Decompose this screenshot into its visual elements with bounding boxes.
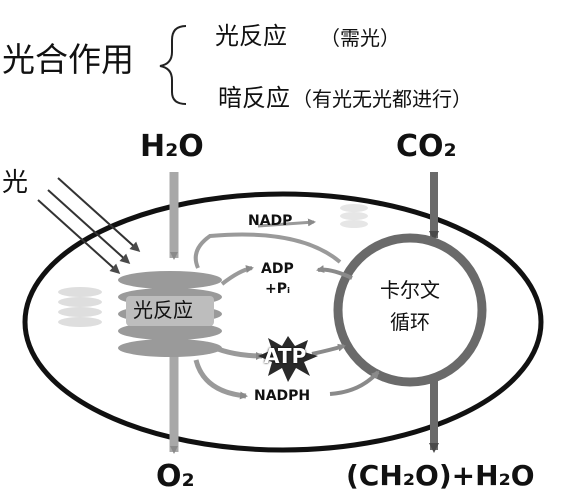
nadph-arrow (193, 359, 248, 400)
h2o-input-label: H₂O (140, 129, 204, 164)
chloroplast-outline (22, 191, 544, 453)
atp-burst (258, 336, 318, 382)
pi-label: +Pᵢ (265, 281, 291, 297)
background-thylakoid-left (58, 287, 102, 327)
main-term: 光合作用 (2, 40, 134, 79)
nadp-label: NADP (248, 213, 293, 229)
adp-arrow (316, 265, 353, 280)
branch-light-note: （需光） (320, 26, 400, 50)
branch-light-label: 光反应 (215, 22, 287, 50)
branch-dark-note: （有光无光都进行） (292, 87, 472, 111)
product-output-label: (CH₂O)+H₂O (346, 459, 535, 492)
adp-label: ADP (261, 261, 294, 277)
nadph-label: NADPH (254, 388, 311, 404)
atp-arrow (204, 341, 264, 360)
branch-dark-label: 暗反应 (218, 84, 290, 112)
co2-input-label: CO₂ (396, 129, 457, 164)
background-thylakoid-top (340, 204, 368, 228)
nadp-to-thylakoid-arrow (193, 232, 342, 269)
calvin-cycle-ring (333, 233, 487, 387)
o2-output-label: O₂ (156, 459, 195, 494)
light-rays (37, 177, 141, 275)
light-label: 光 (2, 168, 29, 198)
light-reaction-label: 光反应 (133, 298, 193, 322)
calvin-cycle-label-line1: 卡尔文 (380, 278, 440, 302)
calvin-cycle-label-line2: 循环 (390, 310, 430, 334)
atp-label: ATP (264, 344, 307, 368)
brace (159, 25, 187, 105)
